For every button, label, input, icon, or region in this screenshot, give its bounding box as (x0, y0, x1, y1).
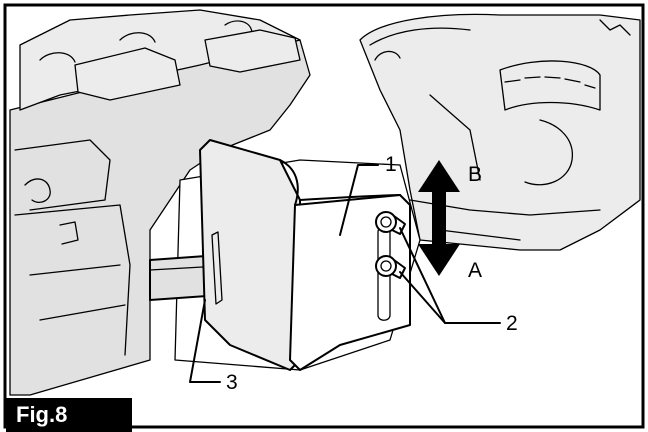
bracket-plate (199, 139, 411, 371)
callout-part-3: 3 (226, 371, 238, 394)
callout-part-1: 1 (385, 153, 397, 176)
screws (375, 211, 406, 279)
callout-direction-b: B (468, 163, 482, 186)
figure-label: Fig.8 (6, 398, 132, 432)
machine-body (9, 9, 311, 396)
callout-part-2: 2 (506, 312, 518, 335)
direction-arrow (418, 160, 460, 276)
callout-direction-a: A (468, 259, 482, 282)
leader-lines (189, 164, 501, 383)
